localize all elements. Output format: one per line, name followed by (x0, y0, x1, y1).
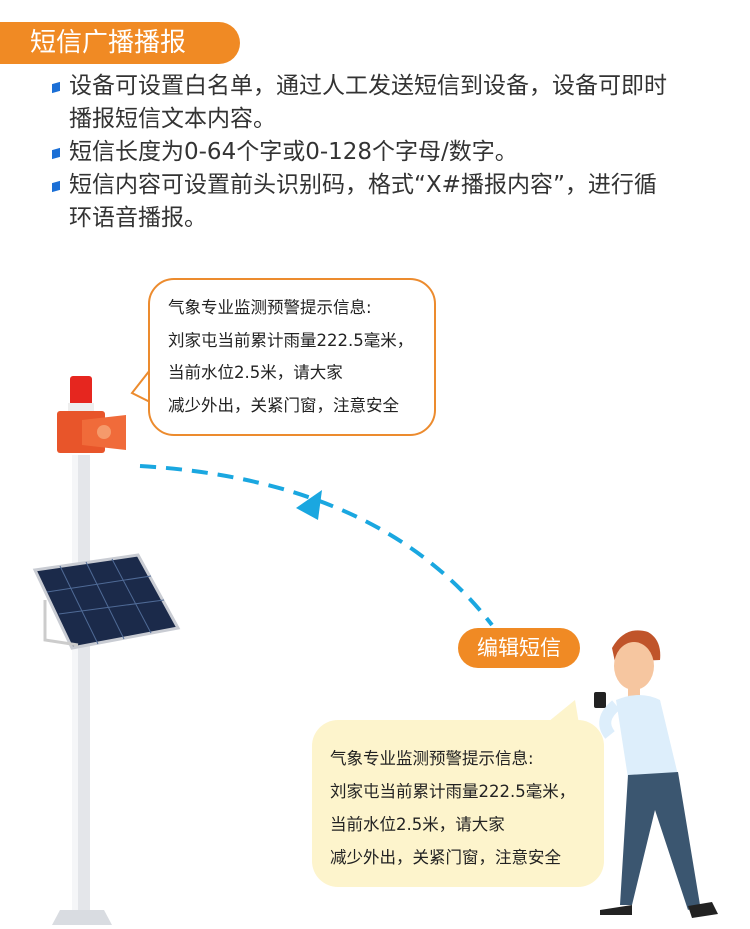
bullet-icon (52, 81, 60, 94)
list-item: 设备可设置白名单，通过人工发送短信到设备，设备可即时 播报短信文本内容。 (52, 70, 712, 136)
list-item-text: 播报短信文本内容。 (69, 106, 276, 132)
bubble-line: 气象专业监测预警提示信息: (168, 298, 372, 317)
list-item-text: 设备可设置白名单，通过人工发送短信到设备，设备可即时 (69, 73, 667, 99)
list-item-text: 短信长度为0-64个字或0-128个字母/数字。 (69, 139, 518, 165)
bubble-line: 减少外出，关紧门窗，注意安全 (330, 848, 561, 867)
send-arrow-icon (139, 464, 494, 627)
bubble-line: 刘家屯当前累计雨量222.5毫米， (330, 782, 576, 801)
sms-message-bubble: 气象专业监测预警提示信息: 刘家屯当前累计雨量222.5毫米， 当前水位2.5米… (312, 720, 604, 887)
bubble-line: 减少外出，关紧门窗，注意安全 (168, 395, 399, 415)
bubble-line: 当前水位2.5米，请大家 (330, 815, 505, 834)
siren-speaker-icon (57, 376, 126, 453)
solar-panel-icon (32, 553, 181, 650)
bubble-line: 气象专业监测预警提示信息: (330, 749, 534, 768)
pole-icon (52, 455, 112, 925)
feature-list: 设备可设置白名单，通过人工发送短信到设备，设备可即时 播报短信文本内容。 短信长… (52, 70, 712, 235)
bubble-line: 刘家屯当前累计雨量222.5毫米， (168, 330, 414, 350)
edit-sms-button[interactable]: 编辑短信 (458, 628, 580, 668)
person-with-phone-icon (594, 630, 718, 918)
bubble-line: 当前水位2.5米，请大家 (168, 363, 343, 382)
bullet-icon (52, 147, 60, 160)
list-item: 短信长度为0-64个字或0-128个字母/数字。 (52, 136, 712, 169)
list-item: 短信内容可设置前头识别码，格式“X#播报内容”，进行循 环语音播报。 (52, 169, 712, 235)
list-item-text: 环语音播报。 (69, 205, 207, 231)
speaker-speech-bubble: 气象专业监测预警提示信息: 刘家屯当前累计雨量222.5毫米， 当前水位2.5米… (148, 278, 436, 436)
bullet-icon (52, 180, 60, 193)
list-item-text: 短信内容可设置前头识别码，格式“X#播报内容”，进行循 (69, 172, 657, 198)
section-title: 短信广播播报 (0, 22, 240, 64)
